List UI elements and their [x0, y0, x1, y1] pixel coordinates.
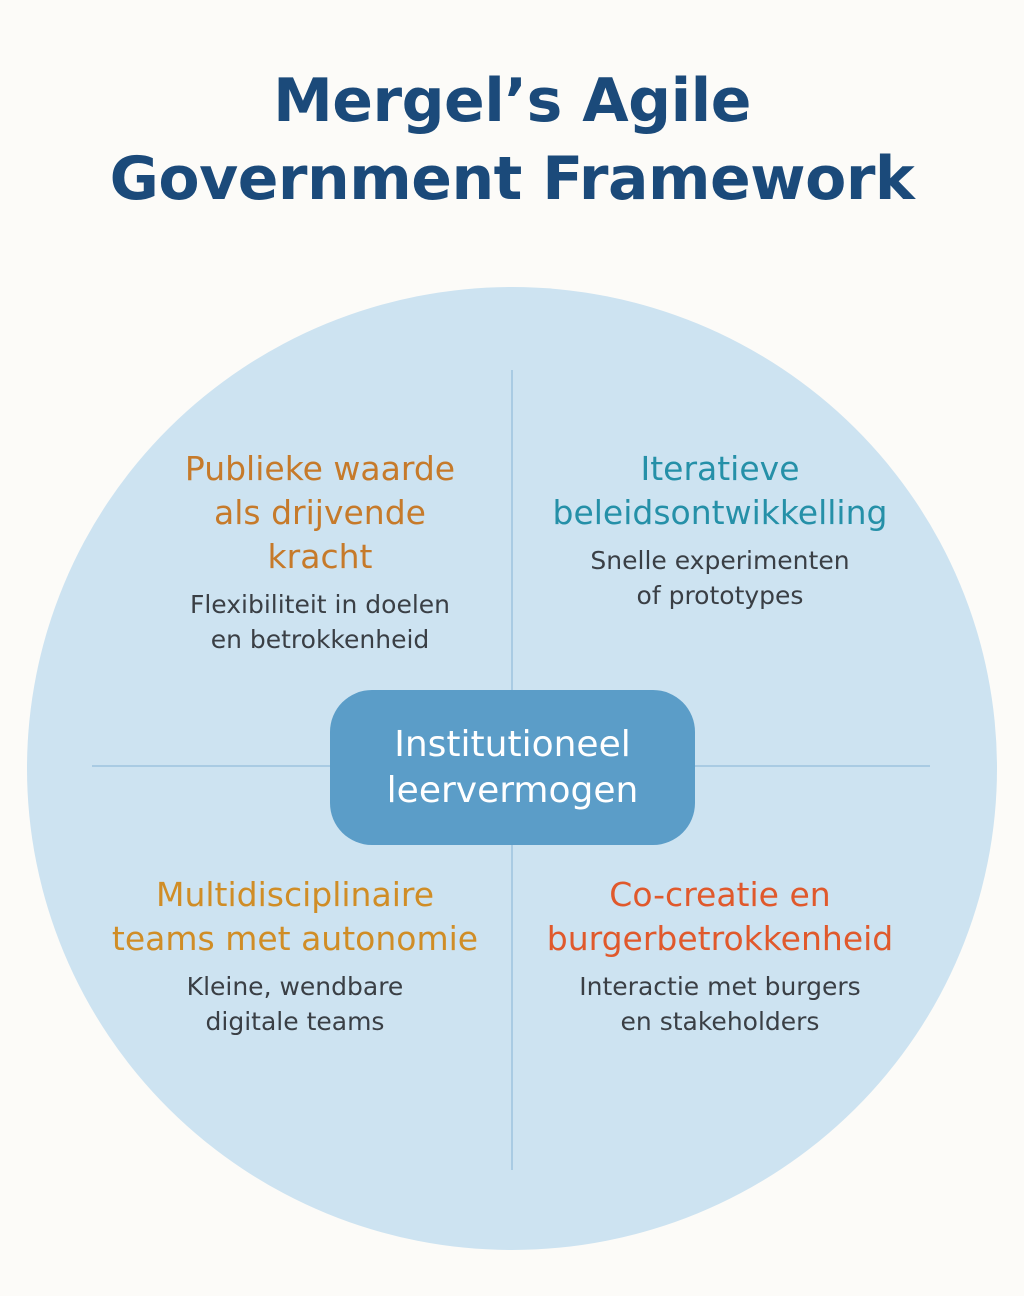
center-line: leervermogen: [386, 769, 639, 811]
quadrant-heading: Publieke waarde als drijvende kracht: [150, 447, 490, 579]
diagram-title: Mergel’s Agile Government Framework: [0, 62, 1024, 218]
heading-line: Publieke waarde: [184, 449, 456, 488]
quadrant-bottom-right: Co-creatie en burgerbetrokkenheid Intera…: [515, 873, 925, 1039]
quadrant-top-left: Publieke waarde als drijvende kracht Fle…: [150, 447, 490, 657]
quadrant-subtext: Interactie met burgers en stakeholders: [515, 969, 925, 1039]
quadrant-heading: Co-creatie en burgerbetrokkenheid: [515, 873, 925, 961]
sub-line: en betrokkenheid: [210, 625, 430, 654]
sub-line: Interactie met burgers: [579, 972, 861, 1001]
title-line-1: Mergel’s Agile: [273, 66, 751, 136]
heading-line: Co-creatie en: [609, 875, 831, 914]
quadrant-heading: Iteratieve beleidsontwikkelling: [520, 447, 920, 535]
quadrant-subtext: Flexibiliteit in doelen en betrokkenheid: [150, 587, 490, 657]
sub-line: Flexibiliteit in doelen: [189, 590, 451, 619]
sub-line: digitale teams: [205, 1007, 385, 1036]
sub-line: en stakeholders: [620, 1007, 820, 1036]
center-box-institutioneel-leervermogen: Institutioneel leervermogen: [330, 690, 695, 845]
sub-line: of prototypes: [636, 581, 804, 610]
quadrant-subtext: Snelle experimenten of prototypes: [520, 543, 920, 613]
heading-line: teams met autonomie: [111, 919, 479, 958]
sub-line: Snelle experimenten: [590, 546, 850, 575]
heading-line: Multidisciplinaire: [155, 875, 435, 914]
heading-line: beleidsontwikkelling: [552, 493, 888, 532]
title-line-2: Government Framework: [109, 144, 915, 214]
heading-line: kracht: [267, 537, 373, 576]
quadrant-bottom-left: Multidisciplinaire teams met autonomie K…: [95, 873, 495, 1039]
heading-line: burgerbetrokkenheid: [546, 919, 894, 958]
heading-line: Iteratieve: [640, 449, 800, 488]
heading-line: als drijvende: [214, 493, 426, 532]
quadrant-heading: Multidisciplinaire teams met autonomie: [95, 873, 495, 961]
sub-line: Kleine, wendbare: [186, 972, 404, 1001]
center-line: Institutioneel: [394, 723, 631, 765]
quadrant-subtext: Kleine, wendbare digitale teams: [95, 969, 495, 1039]
quadrant-top-right: Iteratieve beleidsontwikkelling Snelle e…: [520, 447, 920, 613]
